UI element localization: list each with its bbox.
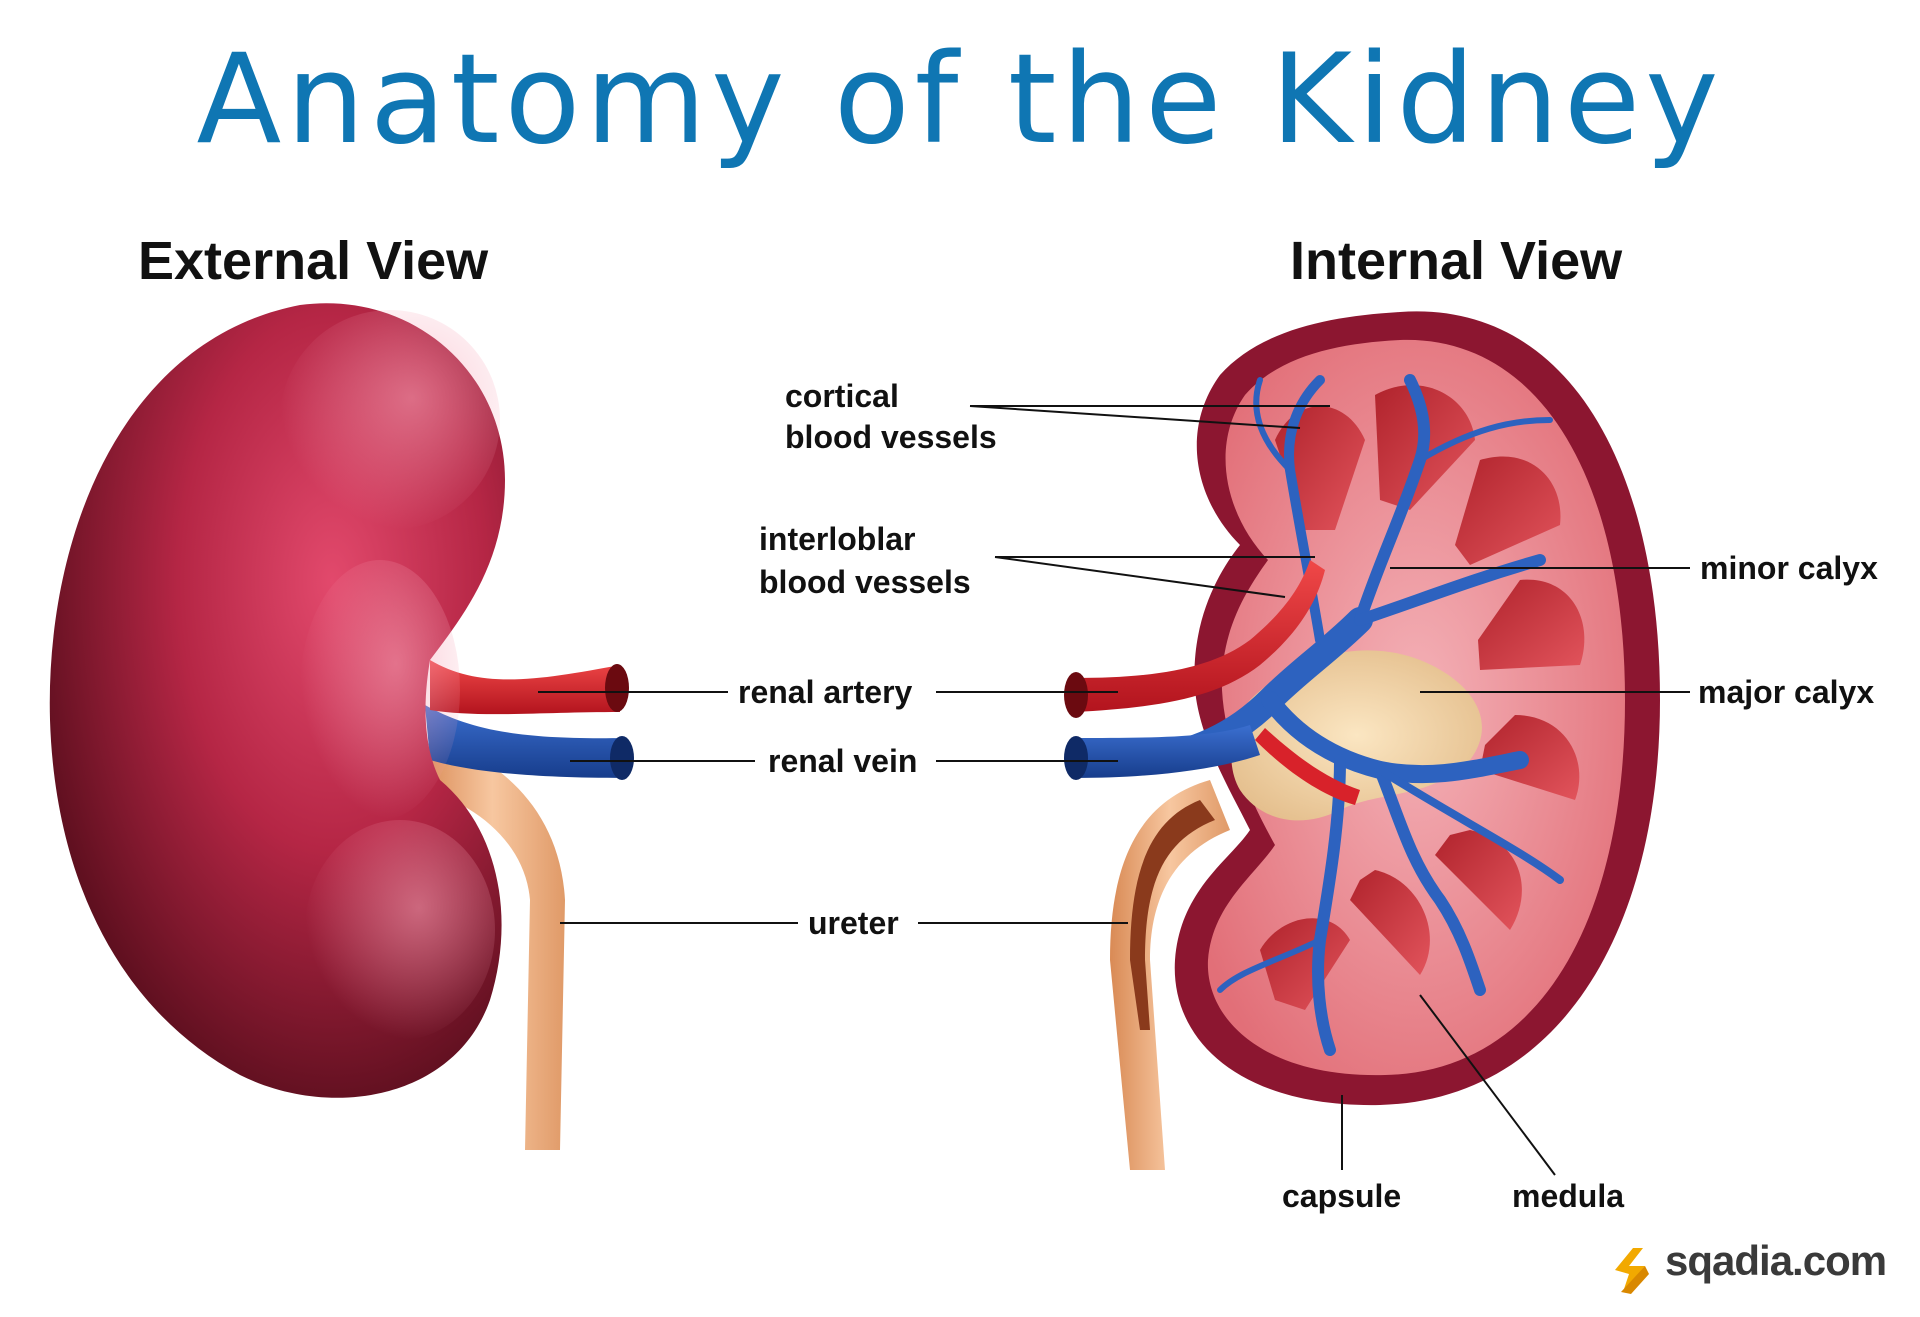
external-vein-opening	[610, 736, 634, 780]
brand-name: sqadia.com	[1665, 1237, 1887, 1284]
external-kidney-lobe-upper	[280, 310, 500, 530]
medulla-pyramid-4	[1478, 579, 1585, 670]
medulla-pyramid-7	[1350, 870, 1430, 975]
label-renal-artery: renal artery	[738, 674, 913, 710]
label-medula: medula	[1512, 1178, 1625, 1214]
external-ureter	[420, 740, 565, 1150]
label-renal-vein: renal vein	[768, 743, 918, 779]
medulla-pyramid-6	[1435, 830, 1522, 930]
internal-view-heading: Internal View	[1290, 231, 1623, 291]
external-kidney-lobe-middle	[300, 560, 460, 820]
internal-renal-vein	[1075, 725, 1260, 778]
label-interloblar-line1: interloblar	[759, 521, 916, 557]
label-ureter: ureter	[808, 905, 899, 941]
external-renal-vein	[425, 705, 625, 778]
page-title: Anatomy of the Kidney	[196, 28, 1724, 172]
leader-lines	[538, 405, 1690, 1176]
external-artery-opening	[605, 664, 629, 712]
label-minor-calyx: minor calyx	[1700, 550, 1878, 586]
internal-artery-opening	[1064, 672, 1088, 718]
medulla-pyramid-5	[1480, 715, 1580, 800]
leader-medula	[1419, 994, 1556, 1176]
medulla-pyramid-8	[1260, 918, 1350, 1010]
label-cortical-line1: cortical	[785, 378, 899, 414]
sqadia-logo-icon	[1615, 1248, 1649, 1294]
leader-cortical-b	[969, 405, 1301, 429]
internal-vein-opening	[1064, 736, 1088, 780]
label-cortical-line2: blood vessels	[785, 419, 997, 455]
external-renal-artery	[430, 660, 620, 715]
leader-interloblar-b	[994, 556, 1286, 598]
medulla-pyramid-3	[1455, 456, 1561, 565]
external-view-heading: External View	[138, 231, 489, 291]
label-capsule: capsule	[1282, 1178, 1402, 1214]
internal-renal-artery	[1075, 560, 1325, 712]
internal-kidney	[1064, 311, 1660, 1170]
internal-artery-branch	[1255, 728, 1360, 805]
label-major-calyx: major calyx	[1698, 674, 1875, 710]
label-interloblar-line2: blood vessels	[759, 564, 971, 600]
external-kidney	[49, 303, 634, 1150]
internal-ureter-lumen	[1130, 800, 1215, 1030]
external-kidney-lobe-lower	[305, 820, 495, 1040]
